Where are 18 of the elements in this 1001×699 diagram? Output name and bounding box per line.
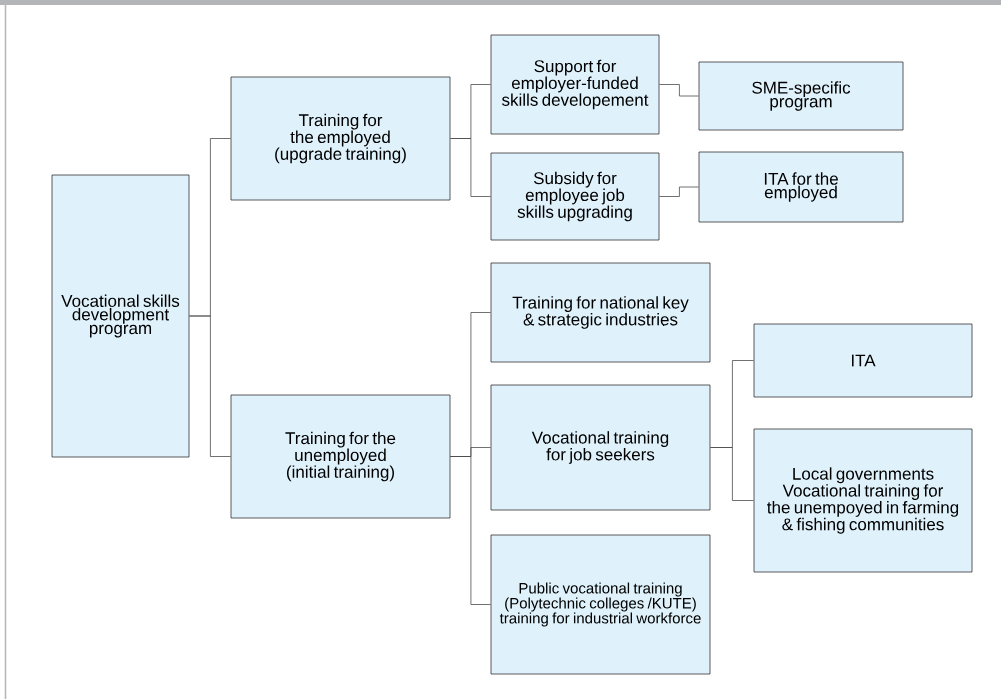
connector (450, 456, 491, 605)
text-box: Public vocational training (Polytechnic colleges /KUTE) training for industrial workforce (490, 534, 711, 675)
text-box: ITA (753, 323, 973, 398)
connector (710, 447, 754, 501)
text-box: Vocational training for job seekers (490, 384, 711, 511)
text-box: ITA for the employed (698, 151, 904, 223)
text-box: SME-specific program (698, 61, 904, 131)
text-box: Subsidy for employee job skills upgrading (490, 152, 660, 241)
connector (450, 138, 491, 197)
text-box: Local governments Vocational training for the unempoyed in farming & fishing communities (753, 428, 973, 573)
connector (659, 84, 699, 97)
text-box: Support for employer-funded skills developement (490, 34, 660, 135)
text-box: Training for national key & strategic industries (490, 262, 711, 363)
text-box: Training for the employed (upgrade training) (230, 76, 451, 201)
connector (659, 186, 699, 197)
text-box: Vocational skills development program (51, 174, 190, 458)
text-box: Training for the unemployed (initial training) (230, 394, 451, 519)
connector (189, 315, 231, 457)
